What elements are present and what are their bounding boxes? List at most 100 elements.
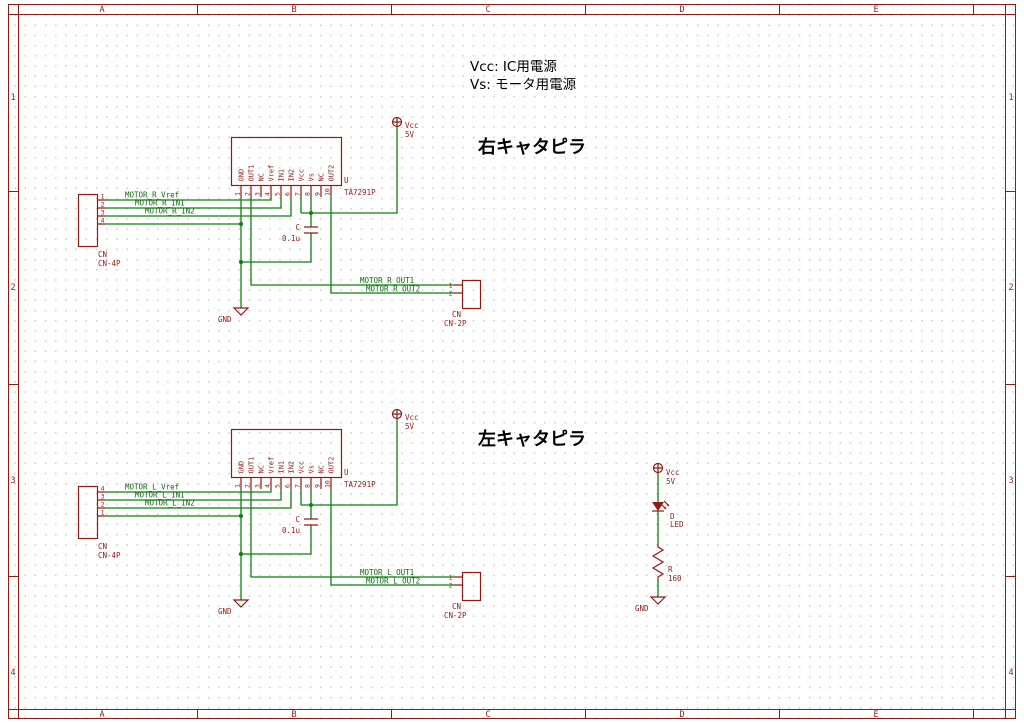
led-arrowheads-icon — [663, 503, 669, 509]
connector-value: CN-2P — [444, 319, 467, 328]
frame-row-label: 3 — [10, 476, 15, 486]
led-triangle-icon — [652, 502, 664, 511]
connector-refdes: CN — [452, 602, 461, 611]
ic-body — [230, 428, 343, 479]
ic-ta7291p-left[interactable]: GND OUT1 NC Vref IN1 IN2 Vcc Vs NC OUT2 … — [230, 428, 377, 490]
capacitor-right[interactable]: C 0.1u — [282, 223, 318, 243]
led-indicator-circuit[interactable]: Vcc 5V D LED R 160 GND — [635, 462, 684, 614]
ic-pin-name: Vcc — [298, 461, 306, 474]
ic-ta7291p-right[interactable]: GND OUT1 NC Vref IN1 IN2 Vcc Vs NC OUT2 … — [230, 136, 377, 198]
vcc-symbol-left[interactable]: Vcc 5V — [391, 408, 419, 432]
connector-body — [461, 571, 482, 602]
gnd-symbol-led[interactable]: GND — [635, 596, 667, 613]
ic-pin-name: IN1 — [278, 461, 286, 474]
connector-pin-number: 2 — [449, 582, 453, 590]
grid-dots — [8, 4, 1016, 719]
frame-row-label: 2 — [10, 283, 15, 293]
ic-pin-name: GND — [238, 461, 246, 474]
connector-cn4p-left[interactable]: 4 3 2 1 CN CN-4P — [77, 485, 122, 561]
led-d1[interactable]: D LED — [652, 500, 684, 529]
connector-body — [77, 485, 99, 540]
capacitor-value: 0.1u — [282, 234, 300, 243]
resistor-refdes: R — [668, 565, 673, 574]
net-label-motor-r-vref: MOTOR_R_Vref — [125, 191, 179, 200]
ic-pin-number: 4 — [264, 192, 272, 196]
gnd-label: GND — [218, 607, 232, 616]
sheet-frame: A B C D E A B C D E 1 2 3 4 1 2 3 4 — [8, 4, 1016, 720]
ic-pin-name: OUT2 — [328, 165, 336, 182]
connector-pin-number: 3 — [101, 209, 105, 217]
resistor-r1[interactable]: R 160 — [651, 544, 682, 583]
ic-pin-name: Vs — [308, 173, 316, 181]
connector-cn4p-right[interactable]: 1 2 3 4 CN CN-4P — [77, 193, 122, 269]
ic-pin-number: 1 — [234, 484, 242, 488]
frame-col-label: E — [873, 5, 878, 15]
ic-pin-number: 3 — [254, 484, 262, 488]
led-value: LED — [670, 520, 684, 529]
frame-col-label: B — [291, 710, 296, 720]
frame-col-label: E — [873, 710, 878, 720]
ic-pin-name: GND — [238, 169, 246, 182]
ic-refdes: U — [344, 176, 349, 185]
capacitor-value: 0.1u — [282, 526, 300, 535]
section-title-left: 左キャタピラ — [478, 428, 586, 450]
gnd-symbol-left[interactable]: GND — [218, 599, 250, 616]
connector-pin-number: 2 — [449, 290, 453, 298]
ic-pin-name: IN2 — [288, 169, 296, 182]
net-label-motor-l-out1: MOTOR_L_OUT1 — [360, 568, 414, 577]
net-wires[interactable] — [105, 419, 454, 600]
net-wires[interactable] — [105, 127, 454, 308]
net-label-motor-l-in1: MOTOR_L_IN1 — [135, 491, 185, 500]
right-motor-driver-circuit[interactable]: GND OUT1 NC Vref IN1 IN2 Vcc Vs NC OUT2 … — [77, 116, 482, 329]
frame-col-label: A — [99, 710, 104, 720]
ic-part-number: TA7291P — [344, 188, 376, 197]
connector-pin-number: 4 — [101, 485, 105, 493]
connector-pin-number: 1 — [101, 509, 105, 517]
frame-col-label: D — [679, 710, 684, 720]
connector-value: CN-2P — [444, 611, 467, 620]
ic-pin-number: 2 — [244, 192, 252, 196]
ic-pin-number: 9 — [314, 192, 322, 196]
ic-pin-name: IN1 — [278, 169, 286, 182]
connector-body — [77, 193, 99, 248]
frame-row-label: 1 — [10, 93, 15, 103]
connector-refdes: CN — [98, 250, 107, 259]
resistor-value: 160 — [668, 574, 682, 583]
junction-dot — [238, 221, 244, 227]
left-motor-driver-circuit[interactable]: GND OUT1 NC Vref IN1 IN2 Vcc Vs NC OUT2 … — [77, 408, 482, 621]
ic-refdes: U — [344, 468, 349, 477]
net-label-motor-l-vref: MOTOR_L_Vref — [125, 483, 179, 492]
vcc-symbol-right[interactable]: Vcc 5V — [391, 116, 419, 140]
connector-pin-number: 1 — [449, 282, 453, 290]
frame-row-label: 1 — [1008, 93, 1013, 103]
capacitor-plates-icon — [304, 226, 318, 234]
ic-pin-name: Vref — [268, 457, 276, 474]
ic-pin-number: 5 — [274, 192, 282, 196]
vcc-label: Vcc — [405, 121, 419, 130]
connector-cn2p-left[interactable]: 1 2 CN CN-2P — [444, 571, 482, 621]
vcc-symbol-led[interactable]: Vcc 5V — [652, 462, 680, 487]
frame-ruler-lines — [8, 4, 1016, 719]
capacitor-left[interactable]: C 0.1u — [282, 515, 318, 535]
connector-pin-stubs — [97, 199, 105, 225]
ic-pin-name: OUT1 — [248, 457, 256, 474]
ic-pin-number: 10 — [324, 480, 332, 488]
frame-col-label: A — [99, 5, 104, 15]
connector-cn2p-right[interactable]: 1 2 CN CN-2P — [444, 279, 482, 329]
ic-pin-name: OUT1 — [248, 165, 256, 182]
gnd-symbol-right[interactable]: GND — [218, 307, 250, 324]
ic-part-number: TA7291P — [344, 480, 376, 489]
gnd-label: GND — [218, 315, 232, 324]
ic-pin-name: Vs — [308, 465, 316, 473]
connector-pin-stubs — [454, 284, 462, 294]
ic-pin-stubs — [240, 185, 332, 197]
frame-col-label: B — [291, 5, 296, 15]
connector-value: CN-4P — [98, 259, 121, 268]
note-vcc: Vcc: IC用電源 — [470, 59, 557, 75]
ic-body — [230, 136, 343, 187]
frame-row-label: 4 — [1008, 668, 1013, 678]
connector-pin-number: 3 — [101, 493, 105, 501]
net-label-motor-r-out2: MOTOR_R_OUT2 — [366, 285, 420, 294]
